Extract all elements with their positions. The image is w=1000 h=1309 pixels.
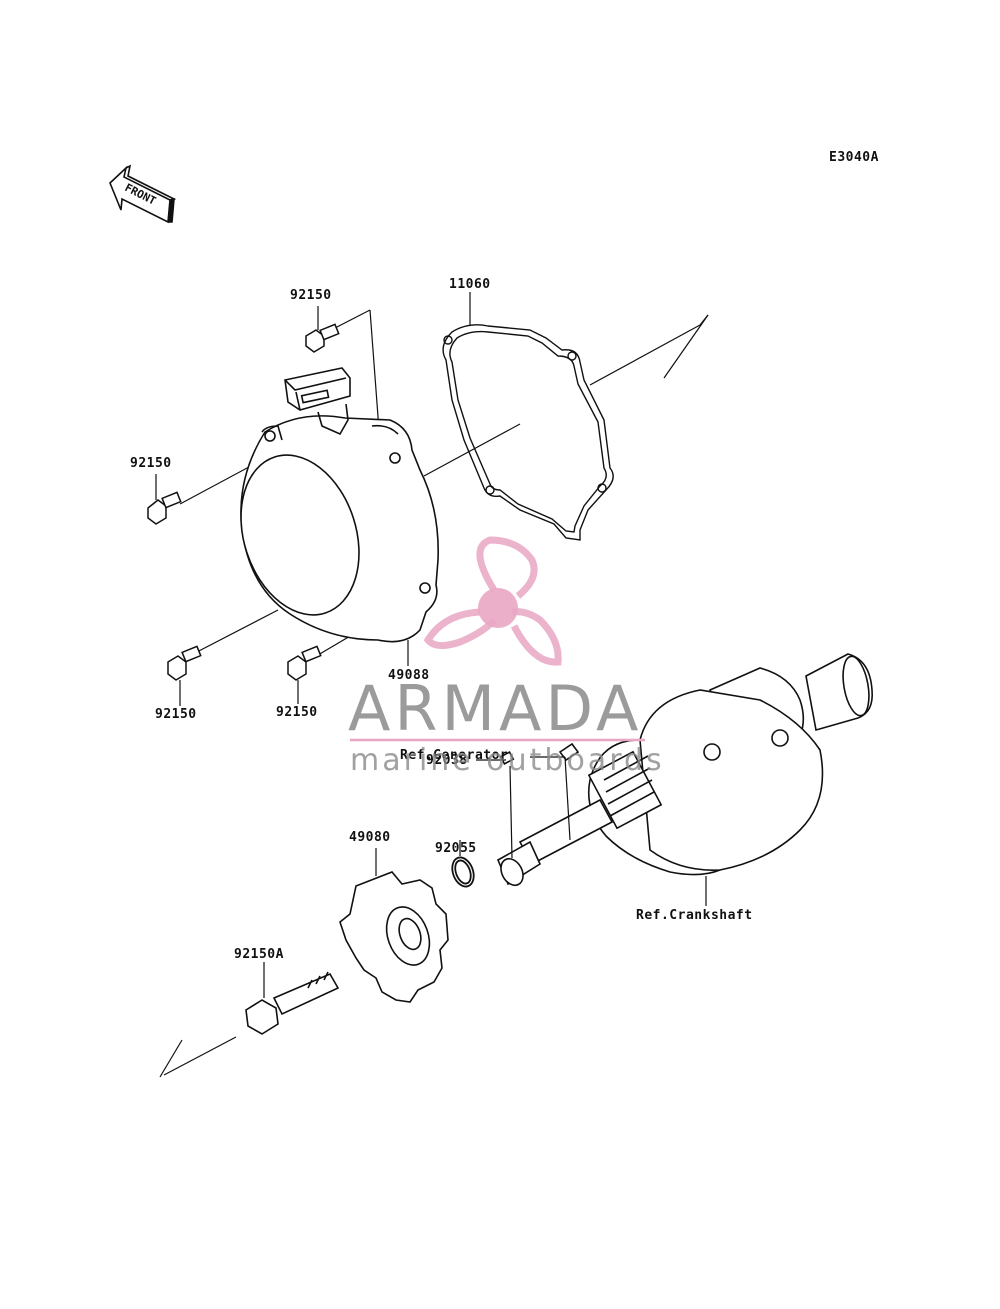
diagram-code: E3040A xyxy=(829,150,879,165)
part-label-bolt-left: 92150 xyxy=(130,456,172,471)
bolt-bottom-right xyxy=(287,645,322,681)
ref-label-crankshaft: Ref.Crankshaft xyxy=(636,908,753,923)
starter-pulley xyxy=(339,871,449,1003)
recoil-starter xyxy=(240,367,439,643)
part-label-bolt-bottom-left: 92150 xyxy=(155,707,197,722)
crankshaft xyxy=(496,653,874,887)
propeller-logo-icon xyxy=(423,536,562,666)
part-label-flange-bolt: 92150A xyxy=(234,947,284,962)
part-label-recoil-starter: 49088 xyxy=(388,668,430,683)
flange-bolt xyxy=(245,971,340,1035)
watermark-name: ARMADA xyxy=(348,672,643,745)
part-label-key: 92038 xyxy=(426,753,468,768)
part-label-bolt-top: 92150 xyxy=(290,288,332,303)
part-label-bolt-bottom-right: 92150 xyxy=(276,705,318,720)
part-label-starter-pulley: 49080 xyxy=(349,830,391,845)
bolt-top xyxy=(305,323,340,353)
gasket xyxy=(442,324,614,541)
front-arrow-icon: FRONT xyxy=(109,164,177,224)
watermark-subtitle: marine outboards xyxy=(350,743,665,778)
o-ring xyxy=(451,856,475,888)
bolt-bottom-left xyxy=(167,645,202,681)
bolt-left xyxy=(147,491,182,525)
propeller-hub-icon xyxy=(478,588,518,628)
part-label-gasket: 11060 xyxy=(449,277,491,292)
part-label-o-ring: 92055 xyxy=(435,841,477,856)
ref-label-generator: Ref.Generator xyxy=(400,748,509,763)
